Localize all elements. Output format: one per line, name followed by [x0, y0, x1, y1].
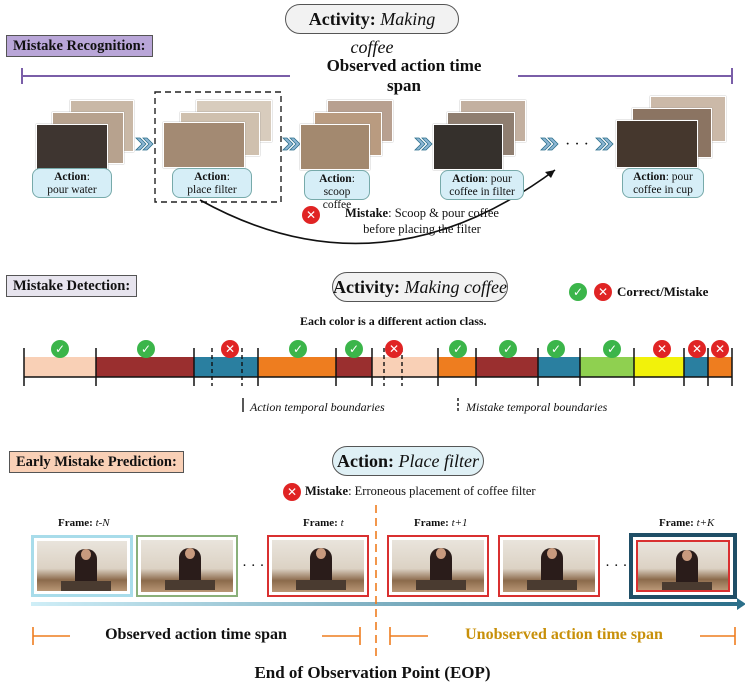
mistake-icon-top: ✕	[302, 206, 320, 224]
frame-label-t-plus-1: Frame: t+1	[414, 517, 468, 529]
timeline-mistake-icon: ✕	[688, 340, 706, 358]
detection-timeline	[23, 348, 733, 412]
mistake-icon-bottom: ✕	[283, 483, 301, 501]
legend-mistake-icon: ✕	[594, 283, 612, 301]
legend-text: Correct/Mistake	[617, 284, 709, 299]
frame-label-t-minus-n: Frame: t-N	[58, 517, 110, 529]
boundary-action-label: Action temporal boundaries	[250, 400, 385, 414]
top-span-label-line1: Observed action time	[326, 56, 482, 75]
action-label-3: Action: scoop coffee	[304, 170, 370, 211]
timeline-mistake-icon: ✕	[711, 340, 729, 358]
frame-t	[267, 535, 369, 597]
timeline-correct-icon: ✓	[499, 340, 517, 358]
frame-t-plus-2	[498, 535, 600, 597]
timeline-correct-icon: ✓	[289, 340, 307, 358]
section-title-mistake-detection: Mistake Detection:	[6, 275, 138, 297]
action-label-1: Action: pour water	[32, 168, 112, 198]
timeline-caption: Each color is a different action class.	[300, 314, 487, 328]
observed-span-label: Observed action time span	[70, 626, 322, 644]
top-ellipsis: · · ·	[565, 136, 589, 153]
section-title-mistake-recognition: Mistake Recognition:	[6, 35, 153, 57]
activity-value: Making coffee	[350, 9, 436, 57]
timeline-correct-icon: ✓	[603, 340, 621, 358]
activity-title-top: Activity: Making coffee	[285, 4, 459, 57]
frame-t-plus-k	[629, 533, 737, 599]
frame-t-minus-n	[31, 535, 133, 597]
timeline-correct-icon: ✓	[547, 340, 565, 358]
timeline-mistake-icon: ✕	[221, 340, 239, 358]
eop-label: End of Observation Point (EOP)	[254, 663, 491, 682]
action-label-4: Action: pour coffee in filter	[440, 170, 524, 200]
boundary-mistake-label: Mistake temporal boundaries	[466, 400, 608, 414]
timeline-mistake-icon: ✕	[653, 340, 671, 358]
timeline-mistake-icon: ✕	[385, 340, 403, 358]
frame-t-minus-n-plus-1	[136, 535, 238, 597]
timeline-correct-icon: ✓	[51, 340, 69, 358]
frame-label-t-plus-k: Frame: t+K	[659, 517, 715, 529]
action-label-5: Action: pour coffee in cup	[622, 168, 704, 198]
timeline-correct-icon: ✓	[137, 340, 155, 358]
top-span-label: Observed action time span	[290, 56, 518, 96]
action-label-2: Action: place filter	[172, 168, 252, 198]
section-title-early-mistake: Early Mistake Prediction:	[9, 451, 184, 473]
activity-label: Activity:	[308, 9, 376, 29]
activity-title-middle: Activity: Making coffee	[332, 272, 508, 302]
legend-correct-icon: ✓	[569, 283, 587, 301]
bottom-mistake-text: Mistake: Erroneous placement of coffee f…	[305, 484, 536, 498]
top-span-label-line2: span	[386, 76, 422, 95]
top-span-line	[21, 68, 733, 245]
frame-t-plus-1	[387, 535, 489, 597]
frame-label-t: Frame: t	[303, 517, 344, 529]
bottom-ellipsis-left: · · ·	[242, 558, 265, 574]
timeline-correct-icon: ✓	[345, 340, 363, 358]
unobserved-span-label: Unobserved action time span	[428, 626, 700, 644]
top-mistake-text: Mistake: Scoop & pour coffee before plac…	[345, 206, 499, 236]
bottom-ellipsis-right: · · ·	[605, 558, 628, 574]
action-title-bottom: Action: Place filter	[332, 446, 484, 476]
timeline-correct-icon: ✓	[449, 340, 467, 358]
